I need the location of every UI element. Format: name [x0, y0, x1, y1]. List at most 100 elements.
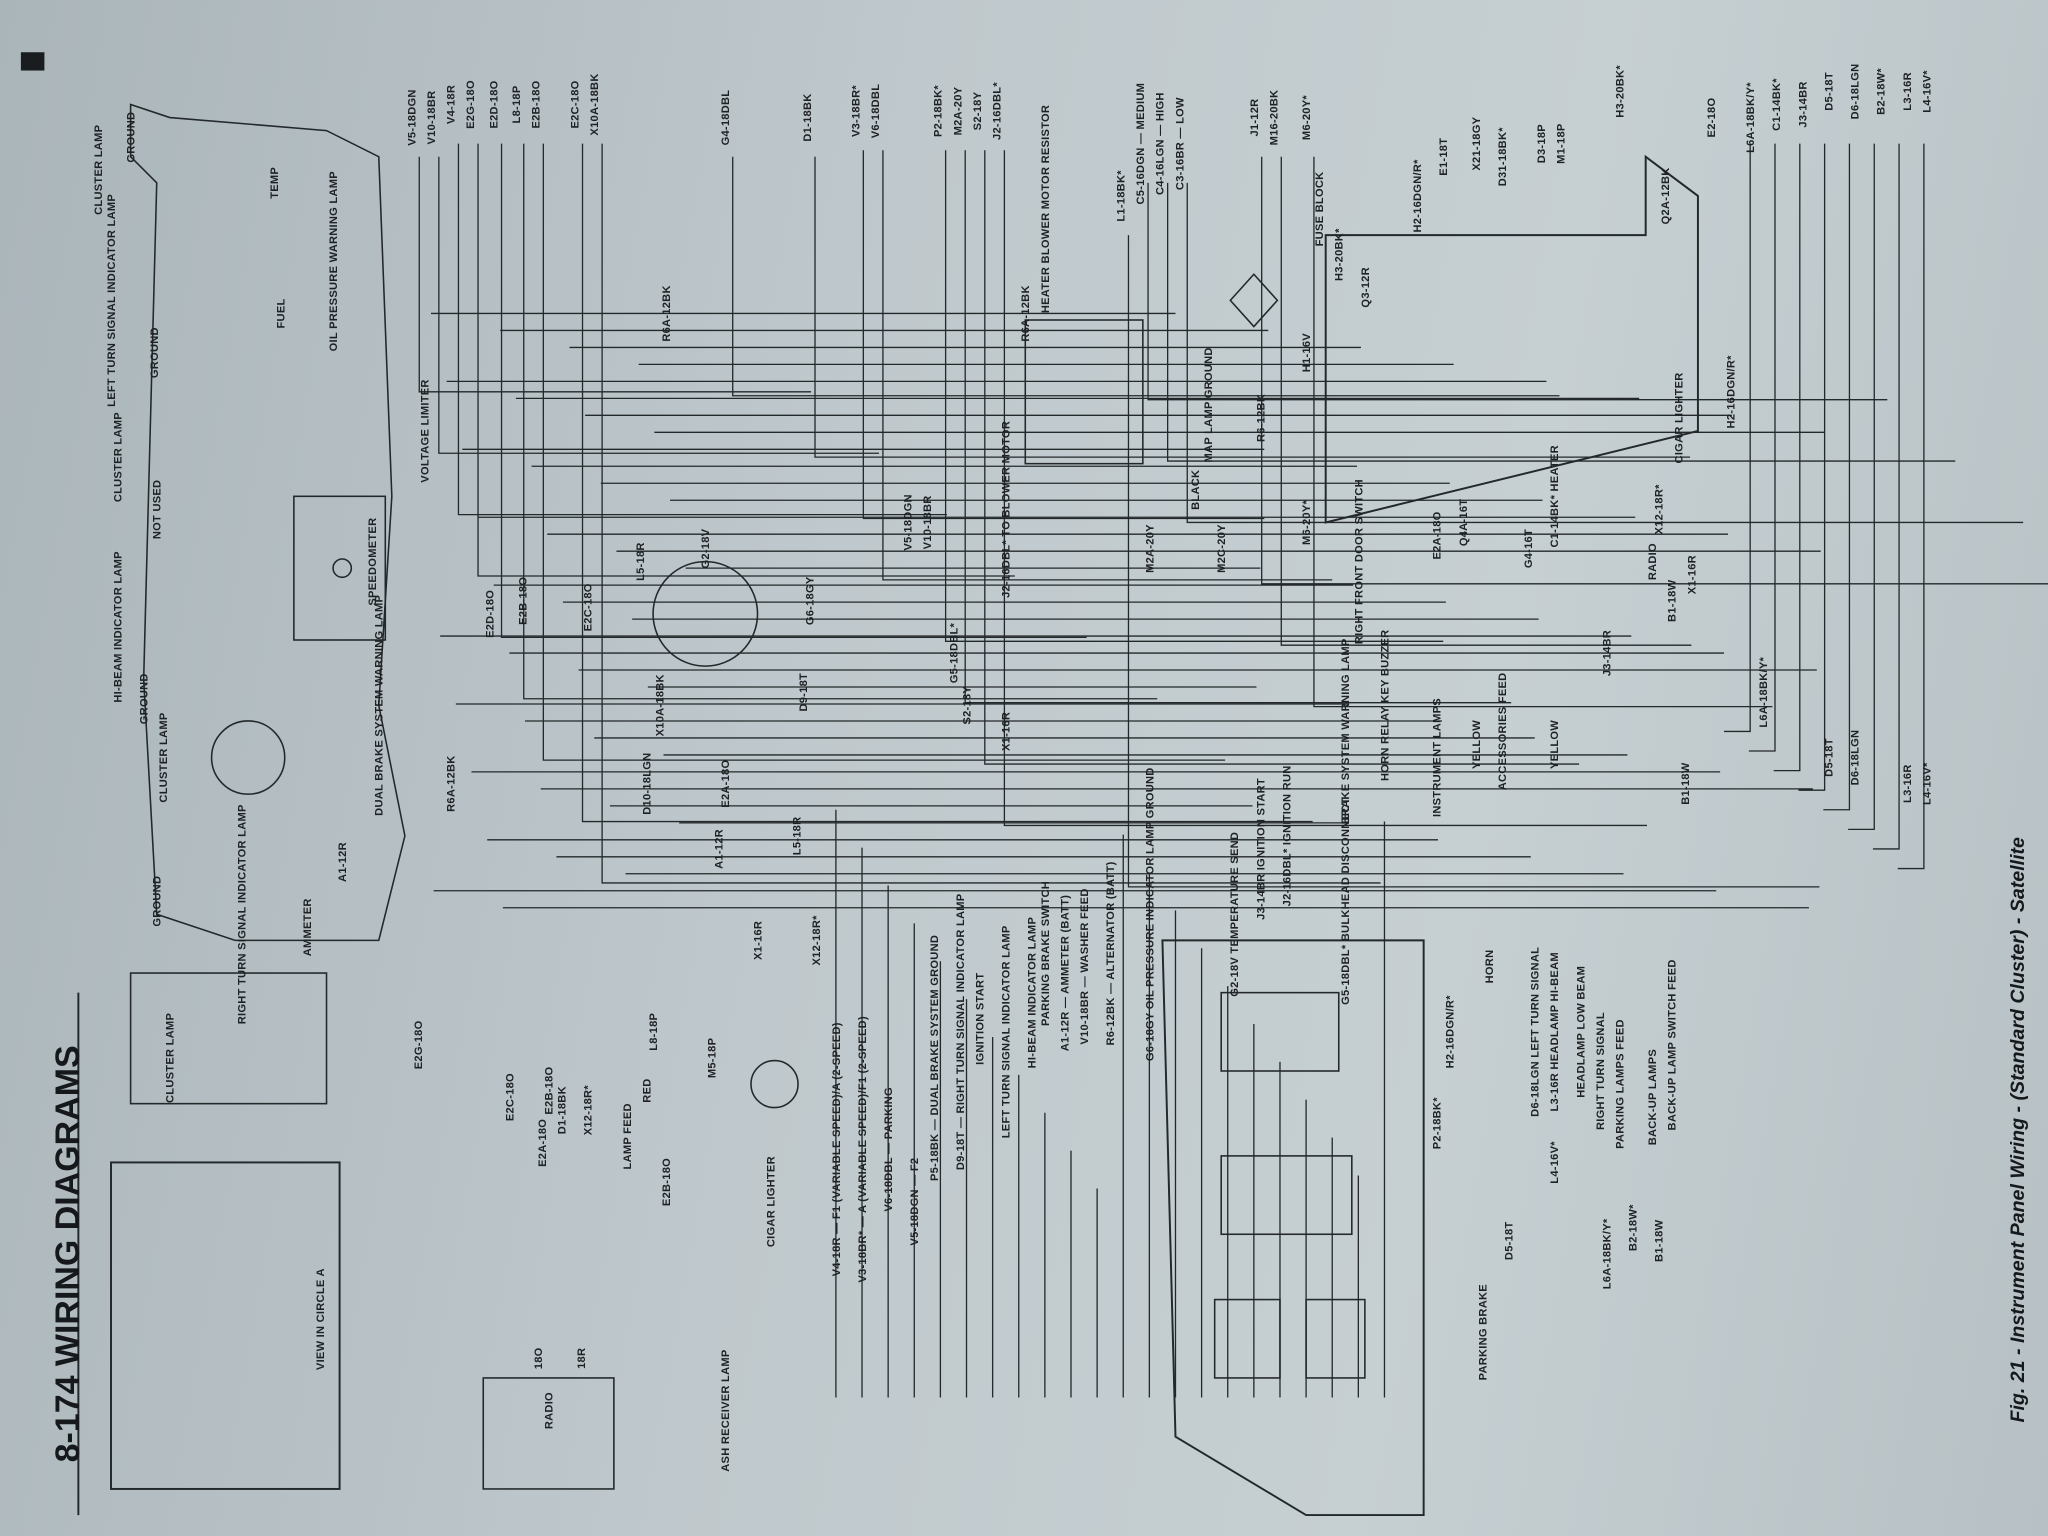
wire-label: V10-18BR — WASHER FEED	[1077, 888, 1091, 1045]
wire-label: X1-16R	[751, 920, 765, 961]
wire-label: D5-18T	[1822, 72, 1836, 111]
wire-label: E2-18O	[1704, 97, 1718, 138]
wire-label: E2A-18O	[718, 759, 732, 808]
wire-label: FUEL	[274, 298, 288, 329]
wire-label: E2B-18O	[542, 1066, 556, 1115]
wire-label: BLACK	[1188, 469, 1202, 510]
wire-label: H3-20BK*	[1613, 65, 1627, 118]
wire	[418, 156, 812, 393]
wire-label: E2B-18O	[515, 576, 529, 625]
wire-label: RADIO	[542, 1392, 556, 1430]
wire-label: J2-16DBL* IGNITION RUN	[1279, 765, 1294, 907]
wire-label: 18O	[531, 1347, 545, 1370]
wire-label: G2-18V	[698, 528, 712, 569]
wire-label: HI-BEAM INDICATOR LAMP	[111, 551, 125, 703]
wire-label: R6A-12BK	[444, 755, 458, 812]
wire	[581, 143, 1313, 823]
wire-label: M2A-20Y	[950, 86, 964, 136]
wire-label: HI-BEAM INDICATOR LAMP	[1025, 916, 1039, 1069]
wire	[964, 150, 1512, 704]
wire-label: D31-18BK*	[1495, 127, 1509, 187]
page-corner-mark	[20, 52, 45, 71]
wire-label: M5-18P	[705, 1037, 719, 1079]
circle-a-connector	[210, 720, 286, 795]
wire	[1748, 143, 1776, 752]
wire-label: M1-18P	[1554, 123, 1568, 164]
wire-label: HEATER BLOWER MOTOR RESISTOR	[1038, 104, 1052, 314]
wire-label: CIGAR LIGHTER	[1671, 372, 1685, 464]
wire-label: E2C-18O	[581, 583, 595, 632]
wire-label: VOLTAGE LIMITER	[417, 379, 432, 483]
wire-label: LEFT TURN SIGNAL INDICATOR LAMP	[999, 925, 1013, 1139]
wire-label: L8-18P	[509, 85, 523, 124]
wire-label: V3-18BR*	[848, 84, 863, 138]
wire-label: RIGHT TURN SIGNAL INDICATOR LAMP	[235, 804, 249, 1025]
wire-label: E2D-18O	[483, 589, 497, 638]
wire-label: YELLOW	[1469, 719, 1483, 770]
wire-label: R6-12BK	[1253, 393, 1267, 443]
wire-label: B1-18W	[1652, 1219, 1666, 1262]
wire-label: L6A-18BK/Y*	[1599, 1218, 1614, 1290]
wire-label: GROUND	[150, 875, 164, 927]
wire	[1147, 182, 1888, 401]
wire-label: D9-18T — RIGHT TURN SIGNAL INDICATOR LAM…	[953, 893, 967, 1171]
wire-label: GROUND	[124, 111, 138, 163]
wire-label: E2C-18O	[502, 1073, 516, 1122]
wire-label: Q2A-12BK	[1658, 167, 1672, 225]
wire-label: D1-18BK	[800, 93, 814, 142]
wire-label: PARKING BRAKE SWITCH	[1038, 880, 1052, 1026]
wire-label: E2B-18O	[659, 1157, 673, 1207]
wire-label: V6-18DBL — PARKING	[881, 1087, 895, 1212]
wire-label: V6-18DBL	[868, 83, 882, 139]
diamond-connector	[1229, 273, 1279, 328]
wire-label: L5-18R	[790, 816, 804, 856]
wire-label: L4-16V*	[1547, 1141, 1561, 1184]
blower-motor-resistor	[1024, 319, 1144, 465]
wire-label: G2-18V TEMPERATURE SEND	[1227, 831, 1241, 997]
wire	[1313, 156, 1773, 708]
wire-label: L6A-18BK/Y*	[1756, 656, 1770, 728]
wire-label: AMMETER	[300, 898, 314, 957]
wire-label: V10-18BR	[920, 495, 934, 550]
wire-label: MAP LAMP GROUND	[1201, 347, 1215, 463]
wire-label: L3-16R	[1900, 764, 1914, 803]
wire-label: IGNITION START	[973, 972, 987, 1065]
speedometer-gauge	[332, 558, 353, 579]
wire	[1724, 143, 1751, 733]
connector-3-8	[1305, 1298, 1366, 1379]
wire-label: RIGHT FRONT DOOR SWITCH	[1351, 479, 1365, 645]
wire-label: E2B-18O	[528, 80, 543, 129]
wire-label: G4-18DBL	[718, 89, 732, 146]
wire-label: L4-16V*	[1919, 70, 1934, 113]
wire-label: CLUSTER LAMP	[91, 124, 105, 215]
wire	[1897, 143, 1925, 870]
wire	[438, 156, 880, 454]
wire-label: X21-18GY	[1469, 116, 1483, 171]
connector-1-6	[1213, 1298, 1281, 1379]
wire	[1186, 182, 2024, 524]
wire	[814, 156, 1691, 458]
wire-label: J2-16DBL*	[990, 82, 1004, 140]
wire-label: H3-20BK*	[1332, 228, 1346, 282]
wire-label: L6A-18BK/Y*	[1743, 82, 1757, 153]
wire	[1823, 143, 1851, 811]
instrument-cluster-outline	[129, 103, 406, 942]
wire-label: LAMP FEED	[620, 1103, 634, 1170]
wire-label: X1-16R	[1684, 555, 1698, 595]
wire-label: X1-16R	[999, 711, 1013, 752]
wire-label: SPEEDOMETER	[365, 517, 379, 606]
wire	[523, 143, 1158, 700]
wire-label: L1-18BK*	[1114, 170, 1128, 222]
wire-label: R6A-12BK	[1018, 285, 1032, 342]
wire-label: X12-18R*	[581, 1085, 595, 1136]
wire-label: G6-18GY	[803, 576, 817, 626]
wire-label: S2-18Y	[959, 685, 974, 725]
wire	[477, 143, 1015, 577]
wire-label: V10-18BR	[424, 90, 438, 145]
wire	[862, 150, 1265, 520]
wire-label: P2-18BK*	[1430, 1097, 1444, 1150]
wire-label: B1-18W	[1678, 762, 1692, 805]
wire-label: C5-16DGN — MEDIUM	[1133, 82, 1147, 205]
wire-label: NOT USED	[150, 479, 164, 540]
wire-label: G6-18GY OIL PRESSURE INDICATOR LAMP GROU…	[1142, 767, 1156, 1062]
